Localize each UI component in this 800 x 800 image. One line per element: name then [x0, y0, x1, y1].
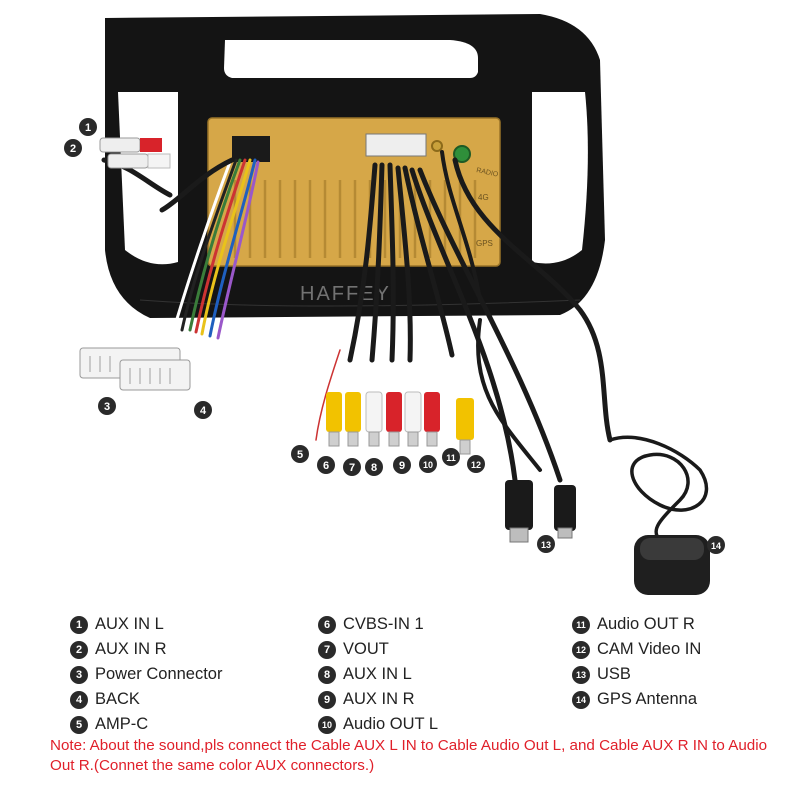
svg-text:10: 10: [423, 460, 433, 470]
legend-label: AUX IN R: [343, 690, 415, 708]
legend-number: 12: [572, 640, 590, 659]
legend-number: 6: [318, 615, 336, 634]
svg-text:12: 12: [471, 460, 481, 470]
svg-text:5: 5: [297, 449, 303, 461]
legend-number: 14: [572, 690, 590, 709]
wiring-diagram: RADIO 4G GPS HAFFEY: [64, 14, 725, 595]
legend-number: 10: [318, 715, 336, 734]
usb-connectors: [505, 480, 576, 543]
svg-text:9: 9: [399, 460, 405, 472]
legend-item: 5 AMP-C: [70, 712, 222, 737]
legend-label: CAM Video IN: [597, 640, 702, 658]
svg-text:14: 14: [711, 541, 721, 551]
legend-label: Power Connector: [95, 665, 223, 683]
svg-text:11: 11: [446, 453, 456, 463]
legend-number: 11: [572, 615, 590, 634]
svg-text:13: 13: [541, 540, 551, 550]
legend-number: 3: [70, 665, 88, 684]
callout-14: 14: [707, 536, 725, 554]
callout-11: 11: [442, 448, 460, 466]
svg-text:3: 3: [104, 401, 110, 413]
legend-column-2: 6 CVBS-IN 1 7 VOUT 8 AUX IN L 9 AUX IN R 10 A…: [318, 612, 438, 737]
legend-item: 12 CAM Video IN: [572, 637, 701, 662]
callout-10: 10: [419, 455, 437, 473]
power-connector: [79, 347, 191, 391]
legend-item: 9 AUX IN R: [318, 687, 438, 712]
legend-column-3: 11 Audio OUT R 12 CAM Video IN 13 USB 14 GPS…: [572, 612, 701, 712]
gps-antenna: [634, 535, 710, 595]
legend-label: USB: [597, 665, 631, 683]
sound-connection-note: Note: About the sound,pls connect the Ca…: [50, 737, 768, 774]
svg-text:4: 4: [200, 405, 207, 417]
legend-item: 2 AUX IN R: [70, 637, 222, 662]
legend-item: 13 USB: [572, 662, 701, 687]
legend-label: Audio OUT R: [597, 615, 695, 633]
svg-text:1: 1: [85, 122, 91, 134]
callout-12: 12: [467, 455, 485, 473]
svg-text:7: 7: [349, 462, 355, 474]
legend-number: 4: [70, 690, 88, 709]
head-unit-chassis: RADIO 4G GPS: [207, 117, 501, 267]
callout-9: 9: [393, 456, 411, 474]
legend-label: AUX IN L: [95, 615, 164, 633]
legend-item: 10 Audio OUT L: [318, 712, 438, 737]
legend-number: 7: [318, 640, 336, 659]
legend-item: 4 BACK: [70, 687, 222, 712]
callout-2: 2: [64, 139, 82, 157]
legend-label: AUX IN R: [95, 640, 167, 658]
legend-item: 6 CVBS-IN 1: [318, 612, 438, 637]
legend-item: 14 GPS Antenna: [572, 687, 701, 712]
legend-item: 7 VOUT: [318, 637, 438, 662]
rca-aux-in-pair: [99, 137, 171, 169]
callout-1: 1: [79, 118, 97, 136]
legend-number: 1: [70, 615, 88, 634]
callout-6: 6: [317, 456, 335, 474]
svg-text:6: 6: [323, 460, 329, 472]
legend-number: 9: [318, 690, 336, 709]
callout-3: 3: [98, 397, 116, 415]
svg-text:8: 8: [371, 462, 377, 474]
watermark: HAFFEY: [300, 283, 391, 305]
rca-connector-row: [326, 391, 474, 455]
legend-number: 2: [70, 640, 88, 659]
legend-number: 13: [572, 665, 590, 684]
callout-5: 5: [291, 445, 309, 463]
legend-label: AUX IN L: [343, 665, 412, 683]
svg-text:2: 2: [70, 143, 76, 155]
port-label-gps: GPS: [476, 239, 493, 248]
legend-item: 8 AUX IN L: [318, 662, 438, 687]
legend-item: 11 Audio OUT R: [572, 612, 701, 637]
legend-item: 1 AUX IN L: [70, 612, 222, 637]
legend-label: CVBS-IN 1: [343, 615, 424, 633]
legend-label: Audio OUT L: [343, 715, 439, 733]
callout-8: 8: [365, 458, 383, 476]
legend-label: VOUT: [343, 640, 389, 658]
legend-label: GPS Antenna: [597, 690, 697, 708]
legend-label: BACK: [95, 690, 140, 708]
legend-item: 3 Power Connector: [70, 662, 222, 687]
callout-13: 13: [537, 535, 555, 553]
callout-4: 4: [194, 401, 212, 419]
legend-label: AMP-C: [95, 715, 149, 733]
legend-number: 8: [318, 665, 336, 684]
legend-column-1: 1 AUX IN L 2 AUX IN R 3 Power Connector 4 BA…: [70, 612, 222, 737]
legend-number: 5: [70, 715, 88, 734]
port-label-radio: RADIO: [476, 167, 500, 179]
callout-7: 7: [343, 458, 361, 476]
port-label-4g: 4G: [478, 193, 489, 202]
